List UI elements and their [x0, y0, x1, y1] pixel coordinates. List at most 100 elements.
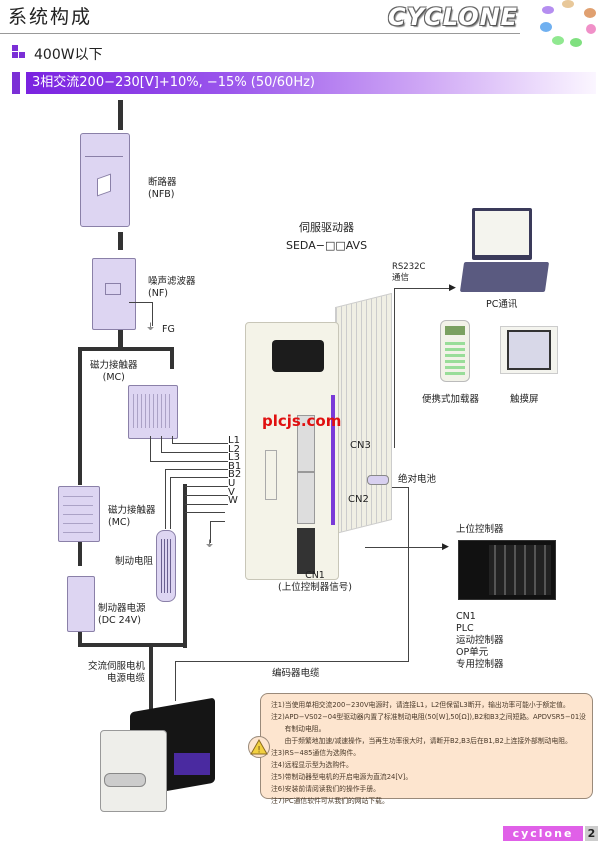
page-number: 2: [585, 826, 598, 841]
pe-wire: [210, 521, 211, 543]
section-bullet-icon: [12, 45, 26, 59]
host-item: PLC: [456, 623, 474, 634]
rs232-cable: [394, 288, 395, 448]
power-wire: [118, 330, 123, 350]
circuit-breaker-image: [80, 133, 130, 227]
note-line: 由于频繁地加速/减速操作，当再生功率很大时，请断开B2,B3后在B1,B2上连接…: [271, 737, 572, 745]
b2-wire: [170, 477, 171, 529]
brake-resistor-label: 制动电阻: [115, 556, 154, 567]
section-subtitle: 400W以下: [34, 47, 103, 63]
brake-power-supply-image: [67, 576, 95, 632]
b1-wire: [165, 469, 228, 470]
note-line: 注1)当使用单相交流200−230V电源时，请连接L1，L2但保留L3断开，输出…: [271, 701, 570, 709]
logo-dots-icon: [540, 0, 600, 48]
v-wire: [185, 495, 228, 496]
cn3-label: CN3: [350, 440, 371, 451]
host-controller-title: 上位控制器: [456, 524, 504, 535]
terminal-label: W: [228, 495, 238, 507]
fg-label: FG: [162, 324, 175, 335]
rs232-cable: [394, 288, 452, 289]
magnetic-contactor-image: [58, 486, 100, 542]
touch-screen-image: [500, 326, 558, 374]
l1-wire: [172, 436, 173, 444]
ground-wire: [129, 302, 153, 303]
host-item: OP单元: [456, 647, 489, 658]
host-item: 运动控制器: [456, 635, 504, 646]
b2-wire: [170, 477, 228, 478]
battery-icon: [367, 475, 389, 485]
encoder-cable-label: 编码器电缆: [272, 668, 320, 679]
encoder-cable: [408, 487, 409, 662]
l3-wire: [150, 436, 151, 461]
host-controller-list: CN1 PLC 运动控制器 OP单元 专用控制器: [456, 611, 504, 671]
arrow-right-icon: ▶: [449, 283, 456, 293]
arrow-right-icon: ▶: [442, 542, 449, 552]
rs232-label: RS232C 通信: [392, 262, 426, 283]
magnetic-contactor-image: [128, 385, 178, 439]
power-wire: [170, 347, 174, 369]
power-wire: [118, 100, 123, 130]
terminal-label: L2: [228, 443, 240, 455]
ground-icon: ⏚: [146, 323, 156, 333]
notes-box: 注1)当使用单相交流200−230V电源时，请连接L1，L2但保留L3断开，输出…: [260, 693, 593, 805]
l3-wire: [150, 461, 228, 462]
encoder-cable: [175, 661, 409, 662]
host-item: 专用控制器: [456, 659, 504, 670]
motor-cable-label: 交流伺服电机 电源电缆: [88, 661, 146, 684]
brake-resistor-image: [156, 530, 176, 602]
power-wire: [78, 347, 82, 485]
servo-motor-image: [100, 697, 220, 815]
watermark: plcjs.com: [262, 412, 342, 430]
terminal-label: V: [228, 486, 235, 498]
note-line: 注4)远程显示型为选购件。: [271, 761, 353, 769]
host-controller-image: [458, 540, 556, 600]
ground-icon: ⏚: [205, 540, 215, 550]
encoder-cable: [175, 661, 176, 701]
power-wire: [78, 632, 82, 646]
pe-wire: [210, 521, 225, 522]
power-wire: [78, 542, 82, 566]
terminal-labels: L1 L2 L3 B1 B2 U V W: [228, 435, 242, 507]
power-wire: [78, 347, 174, 351]
svg-text:!: !: [257, 746, 261, 756]
power-wire: [78, 643, 186, 647]
mc1-label: 磁力接触器 (MC): [90, 360, 138, 383]
mc2-label: 磁力接触器 (MC): [108, 505, 156, 528]
note-line: 注6)安装前请阅读我们的操作手册。: [271, 785, 380, 793]
touch-screen-label: 触摸屏: [510, 394, 539, 405]
note-line: 注5)带制动器型电机的开启电源为直流24[V]。: [271, 773, 413, 781]
pc-label: PC通讯: [486, 299, 518, 310]
note-line: 注3)RS−485通信为选购件。: [271, 749, 361, 757]
power-wire: [118, 232, 123, 250]
cn2-label: CN2: [348, 494, 369, 505]
brand-logo: CYCLONE: [388, 3, 519, 31]
power-spec-banner: 3相交流200−230[V]+10%, −15% (50/60Hz): [26, 72, 596, 94]
servo-driver-image: [245, 292, 395, 580]
note-line: 有制动电阻。: [271, 725, 326, 733]
w-wire: [185, 504, 228, 505]
l2-wire: [161, 436, 162, 452]
motor-power-wire: [183, 484, 187, 648]
handheld-loader-image: [440, 320, 470, 382]
nfb-label: 断路器 (NFB): [148, 177, 177, 200]
nf-label: 噪声滤波器 (NF): [148, 276, 196, 299]
loader-label: 便携式加载器: [422, 394, 480, 405]
ground-wire: [152, 302, 153, 326]
terminal-label: B1: [228, 460, 242, 472]
cn1-label: CN1 (上位控制器信号): [278, 570, 352, 593]
terminal-label: L1: [228, 435, 240, 446]
driver-title: 伺服驱动器 SEDA−□□AVS: [286, 221, 368, 252]
u-wire: [185, 486, 228, 487]
warning-icon: !: [248, 736, 270, 758]
terminal-label: U: [228, 477, 236, 489]
l2-wire: [161, 452, 228, 453]
page-title: 系统构成: [8, 6, 93, 28]
note-line: 注2)APD−VS02−04型驱动器内置了标准制动电阻(50[W],50[Ω])…: [271, 713, 586, 721]
header-divider: [0, 33, 520, 34]
host-item: CN1: [456, 611, 476, 622]
battery-label: 绝对电池: [398, 474, 437, 485]
band-marker: [12, 72, 20, 94]
note-line: 注7)PC通信软件可从我们的网站下载。: [271, 797, 389, 805]
motor-power-wire: [149, 645, 153, 710]
terminal-label: B2: [228, 469, 242, 481]
